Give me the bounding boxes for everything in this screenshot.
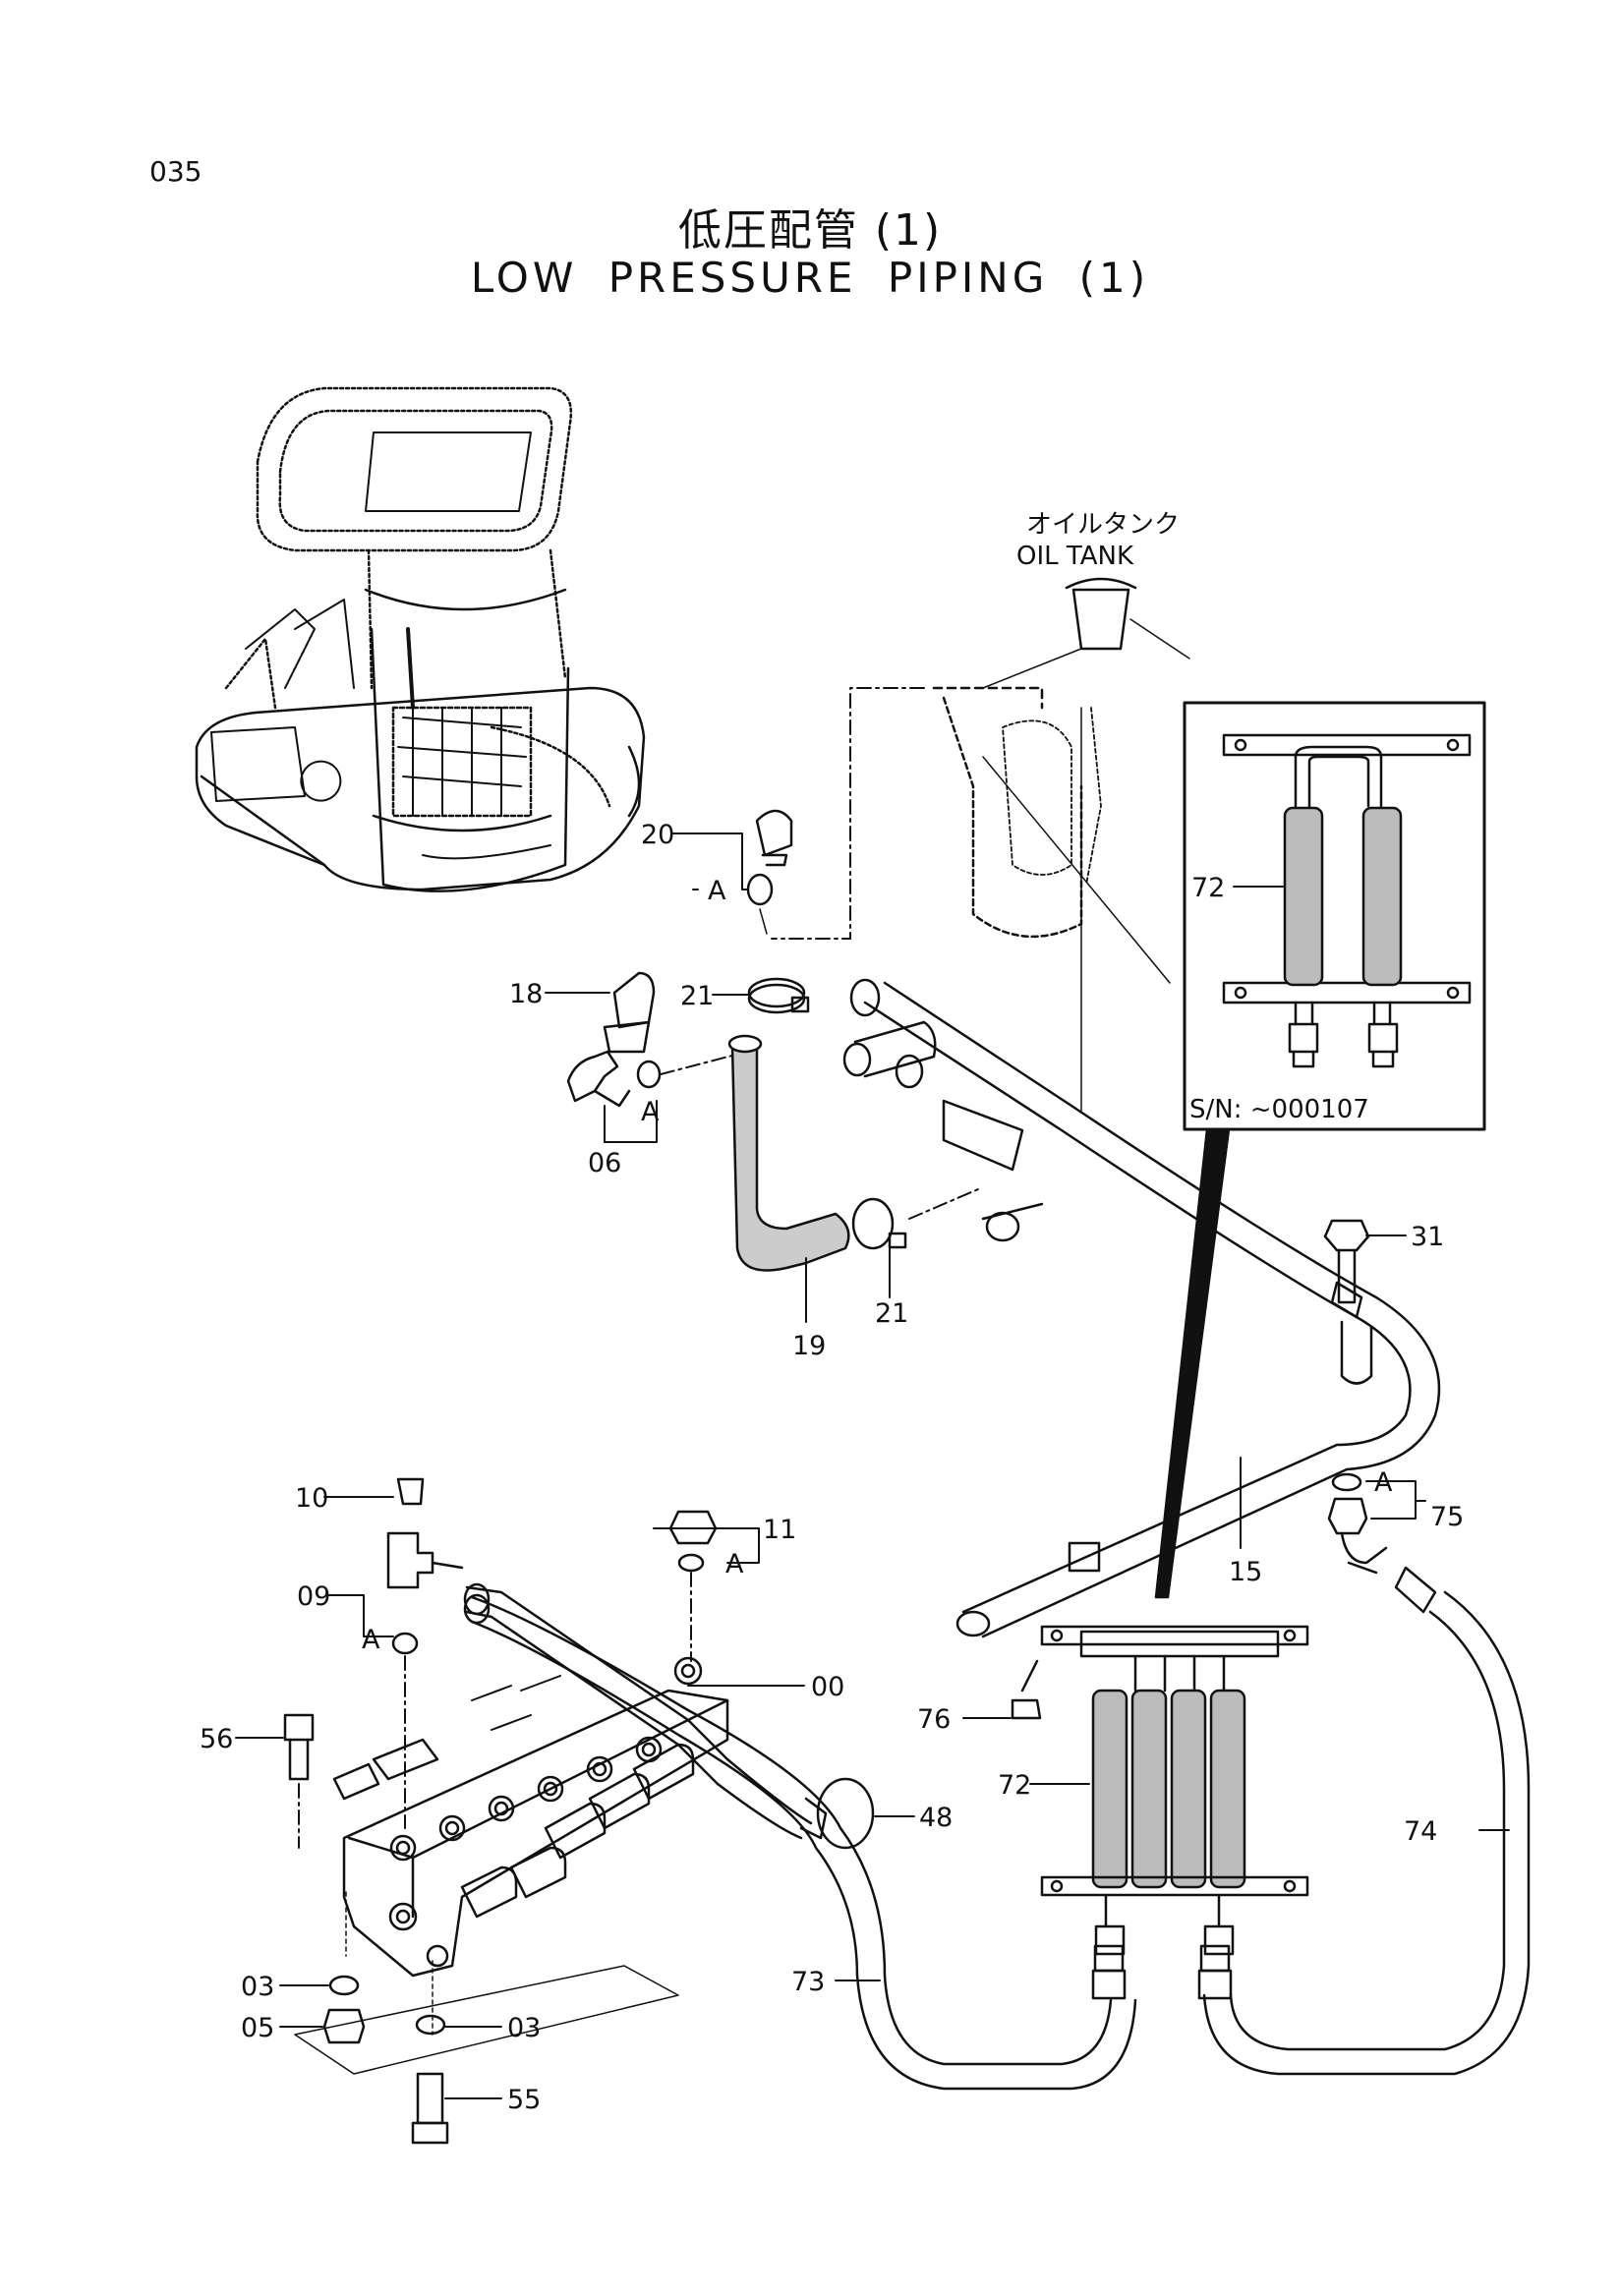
washer-03b [415, 2014, 446, 2036]
adapter-tube [463, 1582, 813, 1840]
callout-48: 48 [919, 1803, 953, 1833]
elbow-75 [1327, 1472, 1388, 1575]
callout-05: 05 [241, 2013, 274, 2043]
callout-09: 09 [297, 1581, 330, 1612]
callout-73: 73 [791, 1967, 825, 1997]
washer-03a [328, 1975, 360, 1996]
ref-mark-a-11: A [725, 1549, 744, 1579]
hose-73 [463, 1593, 1137, 2091]
callout-11: 11 [763, 1515, 796, 1545]
oil-tank-label-jp: オイルタンク [1026, 510, 1180, 540]
callout-19: 19 [792, 1331, 826, 1361]
plug-11 [668, 1510, 718, 1662]
callout-06: 06 [588, 1148, 621, 1178]
title-english: LOW PRESSURE PIPING (1) [470, 254, 1150, 302]
machine-overview-illustration [195, 386, 646, 892]
ref-mark-a-09: A [362, 1625, 380, 1655]
callout-20: 20 [641, 820, 674, 850]
ref-mark-a-06: A [641, 1097, 660, 1127]
callout-75: 75 [1430, 1502, 1464, 1532]
clamp-48 [799, 1777, 875, 1850]
callout-03-left: 03 [241, 1972, 274, 2002]
oil-cooler-72 [1040, 1625, 1309, 1956]
hose-74 [1197, 1566, 1531, 2076]
callout-56: 56 [200, 1724, 233, 1754]
callout-72-lower: 72 [998, 1770, 1031, 1801]
title-japanese: 低圧配管 (1) [677, 205, 943, 256]
callout-15: 15 [1229, 1557, 1262, 1587]
hose-clamp-21-lower [851, 1188, 979, 1250]
bolt-55 [411, 2072, 449, 2145]
oil-tank-label-en: OIL TANK [1016, 542, 1134, 571]
bolt-56 [283, 1713, 315, 1849]
callout-31: 31 [1411, 1222, 1444, 1252]
hose-clamp-21-upper [747, 977, 810, 1014]
inset-serial-number: S/N: ~000107 [1189, 1095, 1369, 1124]
control-valve-00 [294, 1656, 729, 2075]
callout-72-inset: 72 [1191, 873, 1225, 903]
tee-09 [386, 1531, 464, 1829]
callout-leader-lines [235, 832, 1510, 2099]
nut-05 [322, 2008, 366, 2044]
elbow-20 [746, 809, 793, 935]
inset-cooler-box [1183, 701, 1486, 1131]
callout-21-lower: 21 [875, 1298, 908, 1329]
callout-00: 00 [811, 1672, 844, 1702]
oil-tank-illustration [771, 577, 1190, 1112]
bolt-31 [1323, 1219, 1370, 1304]
connector-18 [603, 971, 656, 1054]
ref-mark-a-20: A [708, 876, 726, 906]
hose-19 [727, 1034, 850, 1272]
ref-mark-a-75: A [1374, 1467, 1393, 1498]
callout-18: 18 [509, 979, 543, 1009]
callout-03-right: 03 [507, 2013, 541, 2043]
callout-76: 76 [917, 1704, 951, 1735]
page-number: 035 [149, 155, 202, 188]
callout-21-upper: 21 [680, 981, 714, 1011]
callout-10: 10 [295, 1483, 328, 1514]
callout-55: 55 [507, 2085, 541, 2115]
inset-pointer-wedge [1154, 1127, 1231, 1599]
callout-74: 74 [1404, 1816, 1437, 1847]
plug-10 [396, 1477, 425, 1506]
bolt-76 [1011, 1659, 1042, 1720]
return-pipe-15 [842, 978, 1441, 1638]
